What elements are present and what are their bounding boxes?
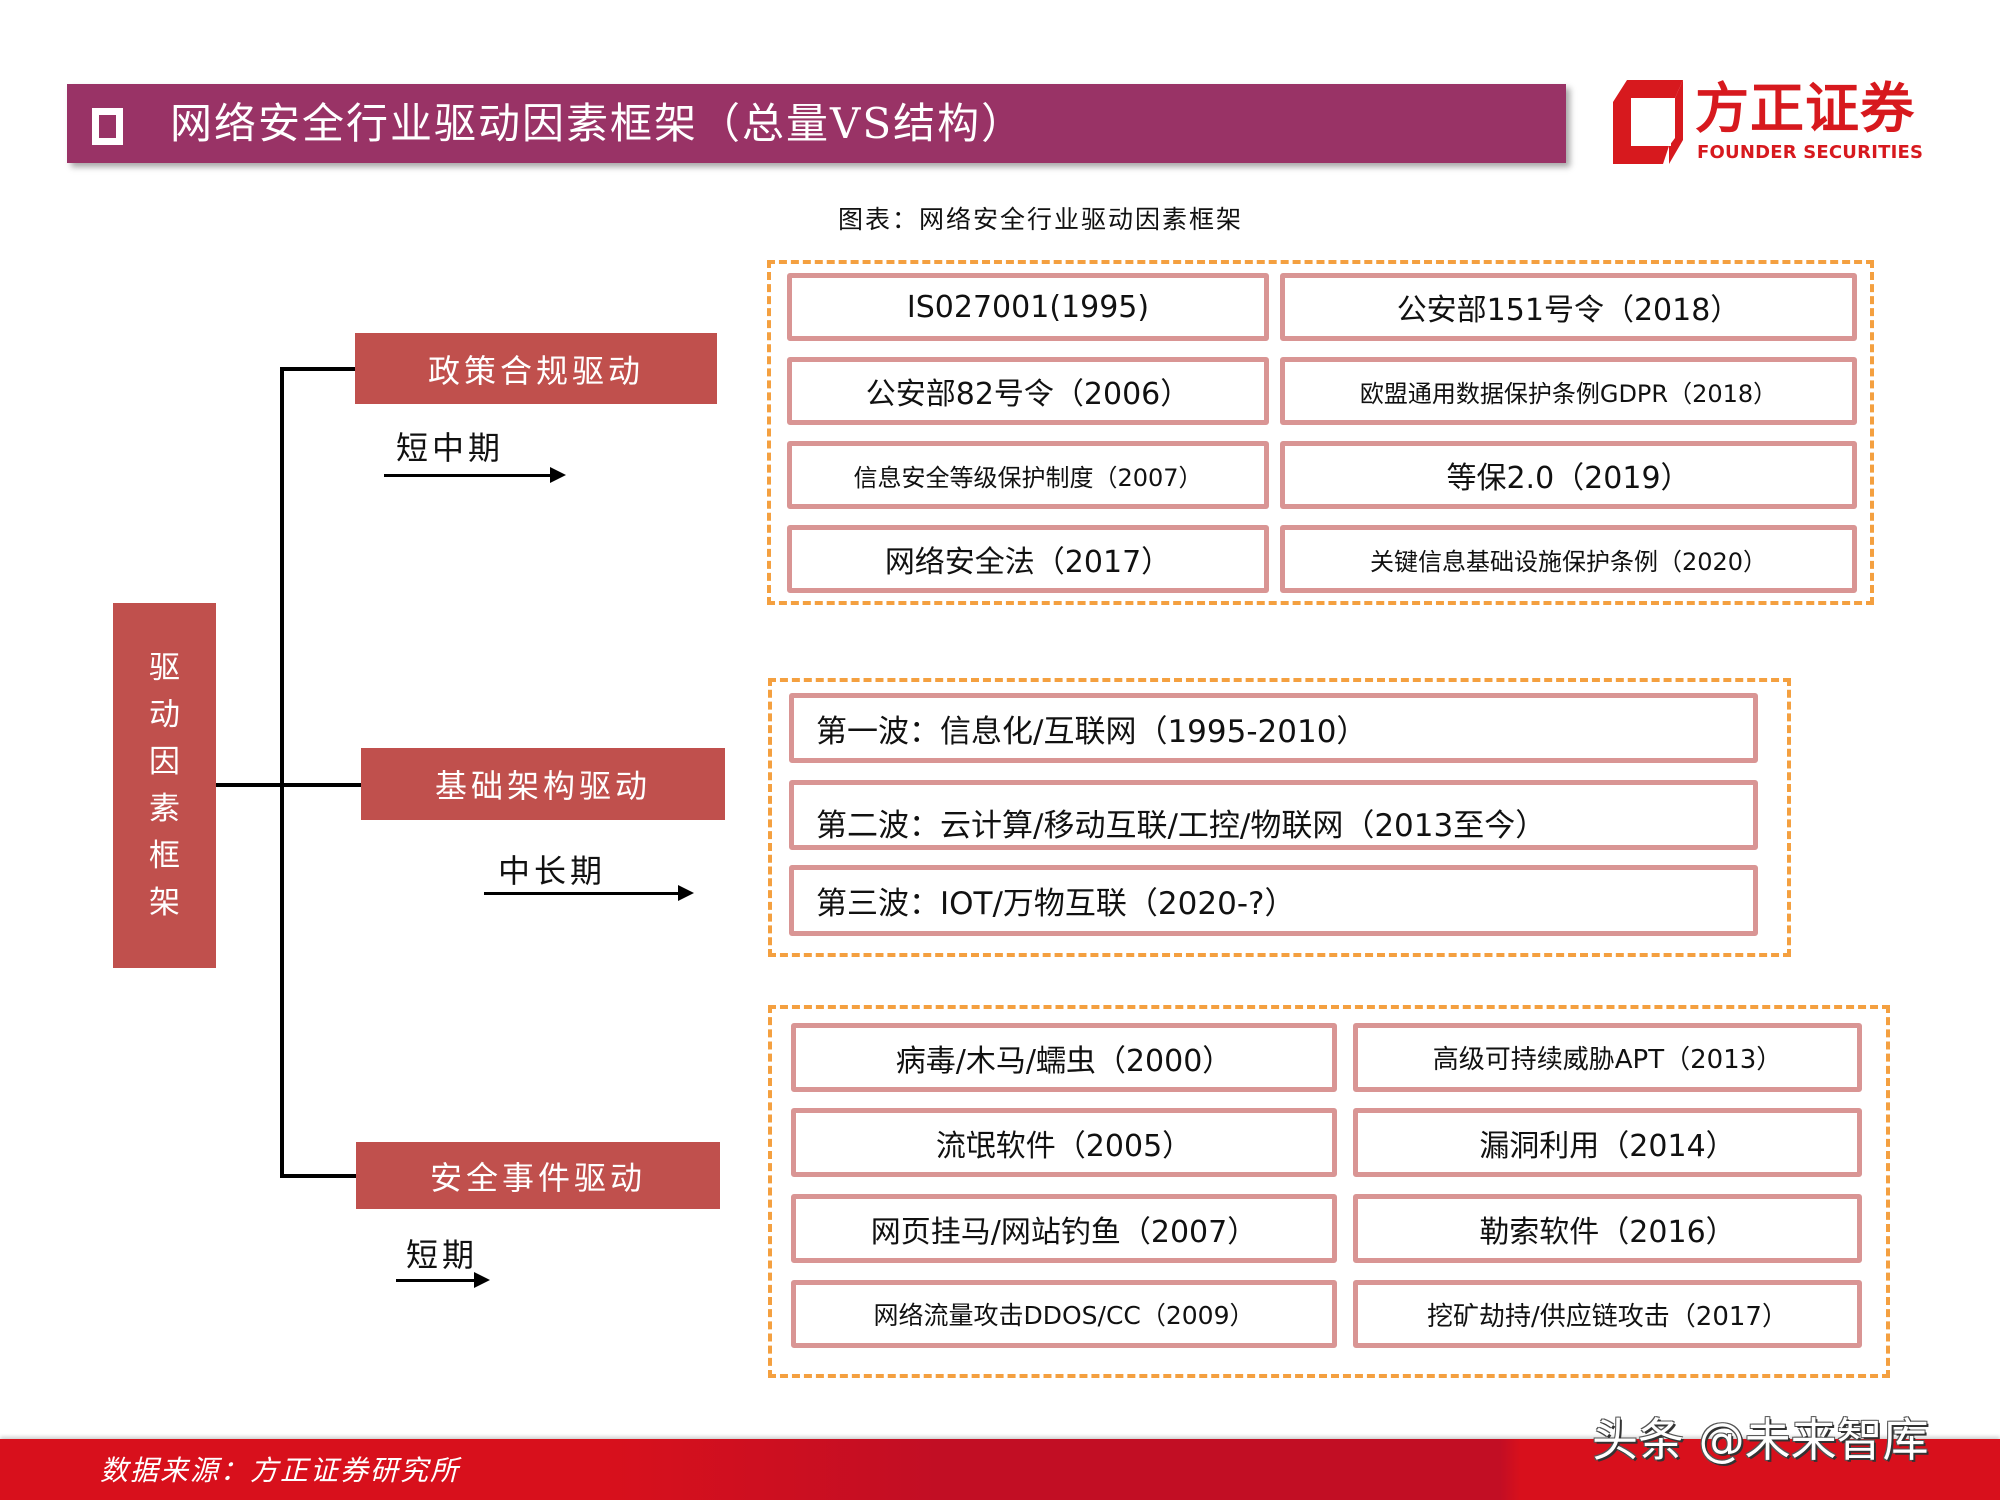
security-events-items-group: [768, 1005, 1890, 1378]
policy-item: 公安部151号令（2018）: [1280, 273, 1857, 341]
root-char: 素: [149, 790, 180, 827]
watermark: 头条 @未来智库: [1592, 1413, 1929, 1467]
branch-security-events: 安全事件驱动: [356, 1142, 720, 1209]
logo-name-en: FOUNDER SECURITIES: [1697, 142, 1924, 163]
page-title: 网络安全行业驱动因素框架（总量VS结构）: [170, 99, 1026, 148]
event-item: 病毒/木马/蠕虫（2000）: [791, 1023, 1337, 1092]
root-char: 动: [149, 696, 180, 733]
event-item: 勒索软件（2016）: [1353, 1194, 1862, 1263]
header-bar: 网络安全行业驱动因素框架（总量VS结构）: [67, 84, 1566, 163]
arrow-right-icon: [384, 467, 566, 483]
founder-logo-icon: [1613, 80, 1683, 164]
wave-item: 第二波：云计算/移动互联/工控/物联网（2013至今）: [789, 780, 1758, 850]
policy-item: 网络安全法（2017）: [787, 525, 1269, 593]
policy-connector: [280, 367, 355, 371]
root-char: 因: [149, 743, 180, 780]
root-char: 驱: [149, 649, 180, 686]
policy-items-group: [767, 260, 1874, 605]
policy-item: IS027001(1995): [787, 273, 1269, 341]
trunk-line: [280, 367, 284, 1178]
root-node: 驱 动 因 素 框 架: [113, 603, 216, 968]
event-item: 高级可持续威胁APT（2013）: [1353, 1023, 1862, 1092]
policy-item: 公安部82号令（2006）: [787, 357, 1269, 425]
term-label-mid-long: 中长期: [498, 852, 607, 890]
event-item: 挖矿劫持/供应链攻击（2017）: [1353, 1280, 1862, 1348]
policy-item: 关键信息基础设施保护条例（2020）: [1280, 525, 1857, 593]
infra-connector: [280, 783, 361, 787]
footer-bar: 数据来源：方正证券研究所: [0, 1439, 2000, 1500]
arrow-right-icon: [396, 1272, 490, 1288]
wave-item: 第一波：信息化/互联网（1995-2010）: [789, 693, 1758, 763]
event-item: 网页挂马/网站钓鱼（2007）: [791, 1194, 1337, 1263]
founder-securities-logo: 方正证券 FOUNDER SECURITIES: [1605, 78, 1935, 166]
data-source: 数据来源：方正证券研究所: [100, 1454, 461, 1487]
branch-label: 安全事件驱动: [429, 1158, 646, 1197]
logo-name-cn: 方正证券: [1695, 77, 1915, 140]
branch-label: 政策合规驱动: [427, 351, 644, 390]
policy-item: 欧盟通用数据保护条例GDPR（2018）: [1280, 357, 1857, 425]
event-item: 网络流量攻击DDOS/CC（2009）: [791, 1280, 1337, 1348]
infrastructure-items-group: [768, 678, 1791, 957]
event-connector: [280, 1174, 356, 1178]
policy-item: 等保2.0（2019）: [1280, 441, 1857, 509]
term-label-short: 短期: [406, 1236, 479, 1274]
branch-policy-compliance: 政策合规驱动: [355, 333, 717, 404]
square-bullet-icon: [92, 108, 123, 145]
branch-label: 基础架构驱动: [434, 767, 651, 805]
arrow-right-icon: [484, 885, 694, 901]
figure-caption: 图表：网络安全行业驱动因素框架: [838, 205, 1244, 234]
term-label-short-mid: 短中期: [396, 429, 505, 467]
root-char: 框: [149, 837, 180, 874]
wave-item: 第三波：IOT/万物互联（2020-?）: [789, 865, 1758, 936]
policy-item: 信息安全等级保护制度（2007）: [787, 441, 1269, 509]
root-connector: [216, 783, 282, 787]
event-item: 漏洞利用（2014）: [1353, 1108, 1862, 1177]
root-char: 架: [149, 884, 180, 921]
branch-infrastructure: 基础架构驱动: [361, 748, 725, 820]
event-item: 流氓软件（2005）: [791, 1108, 1337, 1177]
